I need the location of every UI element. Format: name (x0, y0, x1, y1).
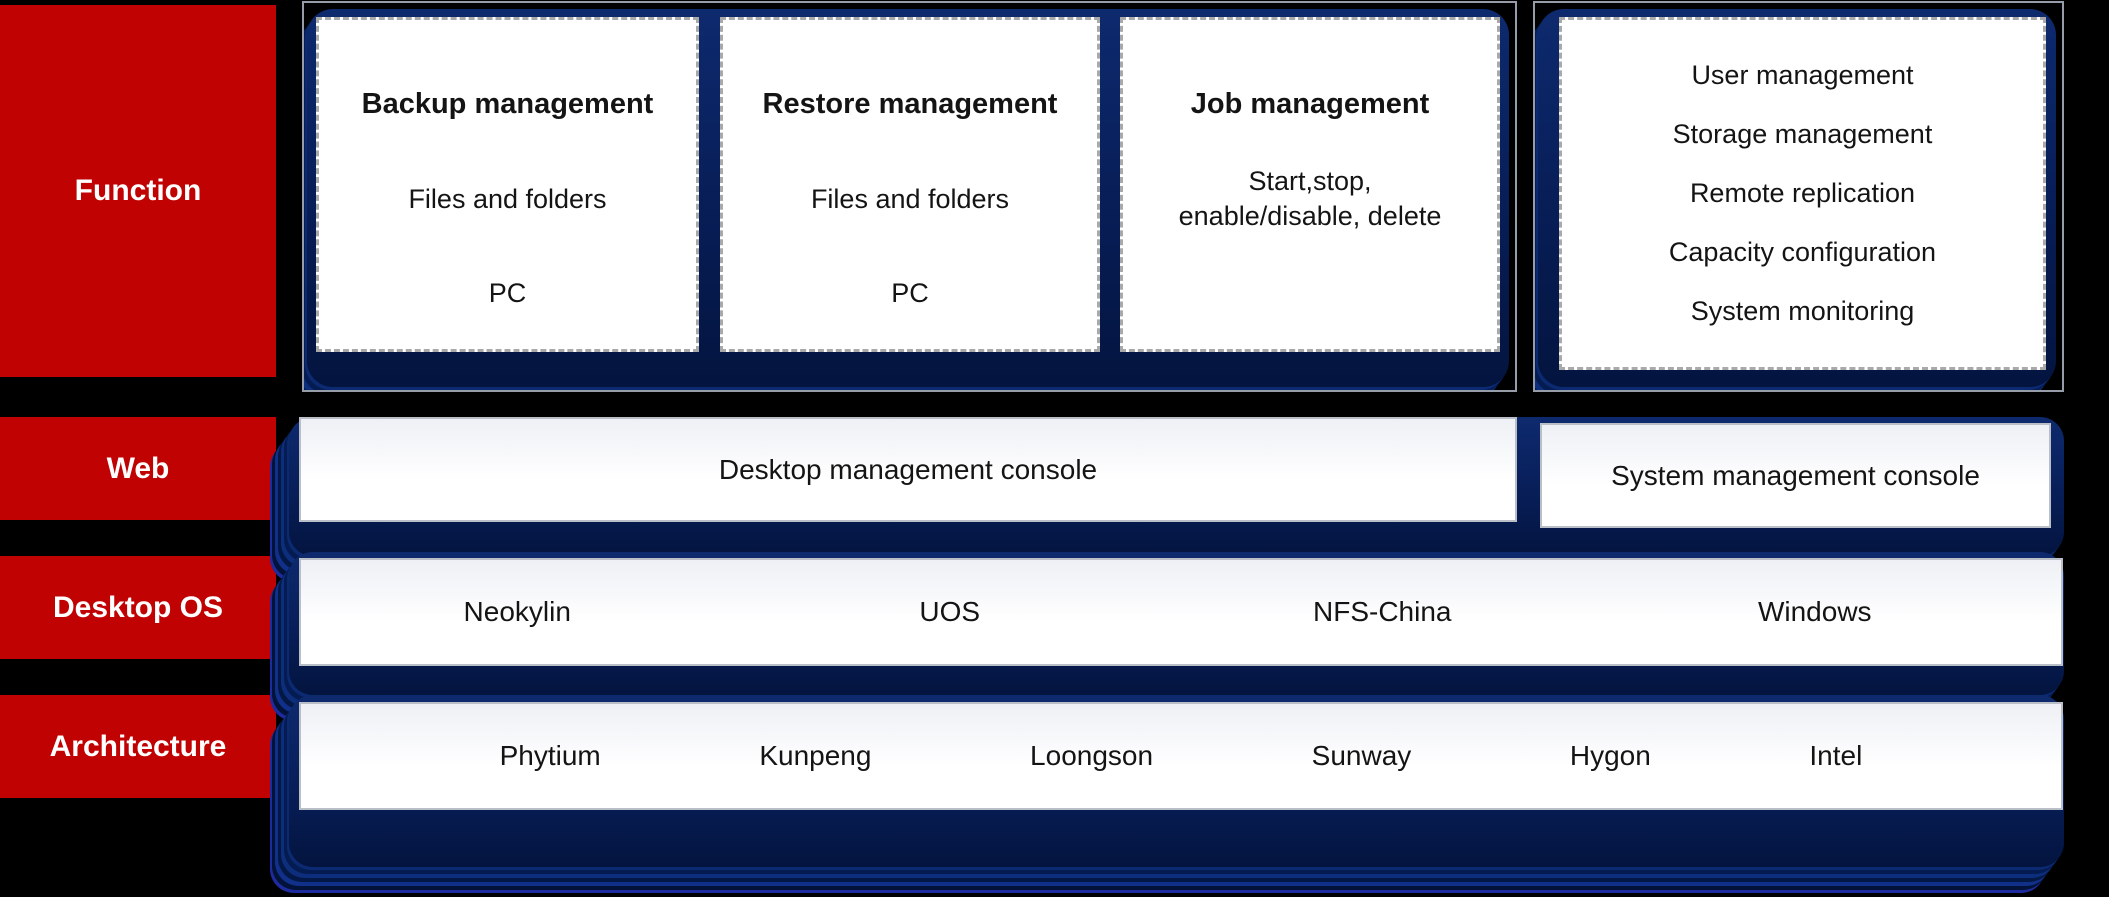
function-card-restore: Restore management Files and folders PC (720, 17, 1100, 352)
row-label-function: Function (0, 5, 276, 377)
row-label-web: Web (0, 417, 276, 520)
card-line: Files and folders (408, 183, 607, 214)
architecture-bar: Phytium Kunpeng Loongson Sunway Hygon In… (299, 702, 2063, 810)
architecture-item: Hygon (1569, 740, 1651, 771)
architecture-item: Loongson (1030, 740, 1154, 771)
row-label-desktop-os: Desktop OS (0, 556, 276, 659)
os-item: NFS-China (1313, 596, 1452, 627)
function-container-consoles: Backup management Files and folders PC R… (302, 1, 1517, 392)
management-item: Remote replication (1689, 178, 1916, 208)
architecture-item: Intel (1809, 740, 1863, 771)
function-container-system: User management Storage management Remot… (1533, 1, 2064, 392)
function-card-job: Job management Start,stop, enable/disabl… (1120, 17, 1500, 352)
management-item: Capacity configuration (1668, 237, 1937, 267)
card-body: Start,stop, enable/disable, delete (1133, 152, 1487, 246)
architecture-item: Kunpeng (759, 740, 872, 771)
desktop-management-console-bar: Desktop management console (299, 417, 1517, 522)
os-item: UOS (919, 596, 981, 627)
management-item: System monitoring (1690, 296, 1915, 326)
architecture-item: Sunway (1311, 740, 1412, 771)
card-title: Restore management (762, 88, 1058, 121)
row-label-architecture: Architecture (0, 695, 276, 798)
card-line: Start,stop, (1248, 166, 1372, 197)
system-management-console-bar: System management console (1540, 423, 2051, 528)
management-item: User management (1691, 60, 1914, 90)
os-item: Windows (1757, 596, 1872, 627)
card-line: PC (488, 278, 527, 309)
card-spacer (1133, 247, 1487, 341)
management-card: User management Storage management Remot… (1559, 17, 2046, 370)
card-line: Files and folders (810, 183, 1010, 214)
card-title: Job management (1190, 88, 1430, 121)
card-title: Backup management (361, 88, 654, 121)
management-item: Storage management (1672, 119, 1933, 149)
desktop-os-bar: Neokylin UOS NFS-China Windows (299, 558, 2063, 666)
function-card-backup: Backup management Files and folders PC (316, 17, 699, 352)
card-line: PC (891, 278, 929, 309)
os-item: Neokylin (463, 596, 571, 627)
architecture-item: Phytium (499, 740, 601, 771)
card-line: enable/disable, delete (1178, 201, 1442, 232)
